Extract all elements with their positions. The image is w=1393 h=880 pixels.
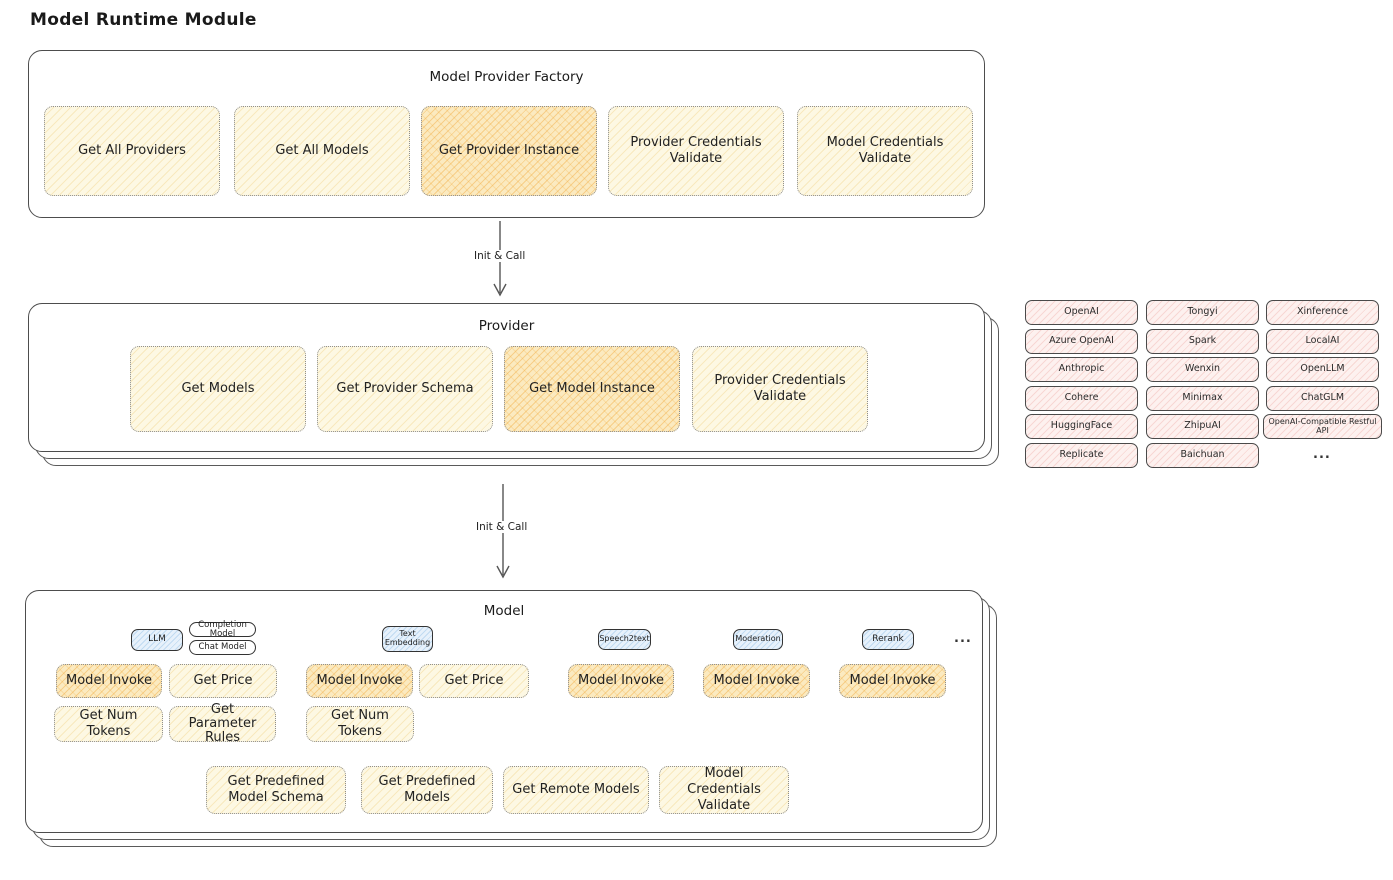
factory-op-get-all-providers: Get All Providers: [44, 106, 220, 196]
provider-op-provider-credentials-validate: Provider Credentials Validate: [692, 346, 868, 432]
llm-op-get-price: Get Price: [169, 664, 277, 698]
provider-node-openllm: OpenLLM: [1266, 357, 1379, 382]
provider-node-tongyi: Tongyi: [1146, 300, 1259, 325]
model-frame: Model LLM Completion Model Chat Model Te…: [25, 590, 983, 833]
provider-node-xinference: Xinference: [1266, 300, 1379, 325]
factory-op-provider-credentials-validate: Provider Credentials Validate: [608, 106, 784, 196]
factory-title: Model Provider Factory: [429, 69, 584, 85]
diagram-title: Model Runtime Module: [30, 10, 257, 30]
provider-op-get-model-instance: Get Model Instance: [504, 346, 680, 432]
model-op-get-remote-models: Get Remote Models: [503, 766, 649, 814]
provider-title: Provider: [478, 318, 535, 334]
provider-node-replicate: Replicate: [1025, 443, 1138, 468]
chip-rerank: Rerank: [862, 629, 914, 650]
arrow-label-init-call-2: Init & Call: [472, 521, 532, 533]
provider-node-chatglm: ChatGLM: [1266, 386, 1379, 411]
llm-op-get-parameter-rules: Get Parameter Rules: [169, 702, 276, 745]
factory-frame: Model Provider Factory Get All Providers…: [28, 50, 985, 218]
chip-completion-model: Completion Model: [189, 621, 256, 638]
rerank-op-model-invoke: Model Invoke: [839, 664, 946, 698]
chip-chat-model: Chat Model: [189, 640, 256, 655]
provider-node-wenxin: Wenxin: [1146, 357, 1259, 382]
speech2text-op-model-invoke: Model Invoke: [568, 664, 674, 698]
chip-speech2text: Speech2text: [598, 629, 651, 650]
arrow-label-init-call-1: Init & Call: [470, 250, 530, 262]
provider-list-more: ...: [1313, 447, 1331, 462]
llm-op-get-num-tokens: Get Num Tokens: [54, 706, 163, 742]
provider-node-azure-openai: Azure OpenAI: [1025, 329, 1138, 354]
embedding-op-get-price: Get Price: [419, 664, 529, 698]
factory-op-get-provider-instance: Get Provider Instance: [421, 106, 597, 196]
embedding-op-model-invoke: Model Invoke: [306, 664, 413, 698]
factory-op-model-credentials-validate: Model Credentials Validate: [797, 106, 973, 196]
provider-op-get-provider-schema: Get Provider Schema: [317, 346, 493, 432]
moderation-op-model-invoke: Model Invoke: [703, 664, 810, 698]
model-op-get-predefined-models: Get Predefined Models: [361, 766, 493, 814]
provider-node-anthropic: Anthropic: [1025, 357, 1138, 382]
embedding-op-get-num-tokens: Get Num Tokens: [306, 706, 414, 742]
provider-node-openai-compatible: OpenAI-Compatible Restful API: [1263, 414, 1382, 439]
model-title: Model: [483, 603, 525, 619]
provider-node-baichuan: Baichuan: [1146, 443, 1259, 468]
llm-op-model-invoke: Model Invoke: [56, 664, 162, 698]
provider-node-zhipuai: ZhipuAI: [1146, 414, 1259, 439]
model-op-get-predefined-model-schema: Get Predefined Model Schema: [206, 766, 346, 814]
provider-node-minimax: Minimax: [1146, 386, 1259, 411]
factory-op-get-all-models: Get All Models: [234, 106, 410, 196]
model-op-model-credentials-validate: Model Credentials Validate: [659, 766, 789, 814]
provider-frame: Provider Get Models Get Provider Schema …: [28, 303, 985, 452]
model-types-more: ...: [954, 631, 972, 646]
provider-node-cohere: Cohere: [1025, 386, 1138, 411]
provider-node-localai: LocalAI: [1266, 329, 1379, 354]
chip-llm: LLM: [131, 629, 183, 651]
provider-node-openai: OpenAI: [1025, 300, 1138, 325]
provider-op-get-models: Get Models: [130, 346, 306, 432]
chip-moderation: Moderation: [733, 629, 783, 650]
provider-node-spark: Spark: [1146, 329, 1259, 354]
chip-text-embedding: Text Embedding: [382, 626, 433, 652]
provider-node-huggingface: HuggingFace: [1025, 414, 1138, 439]
